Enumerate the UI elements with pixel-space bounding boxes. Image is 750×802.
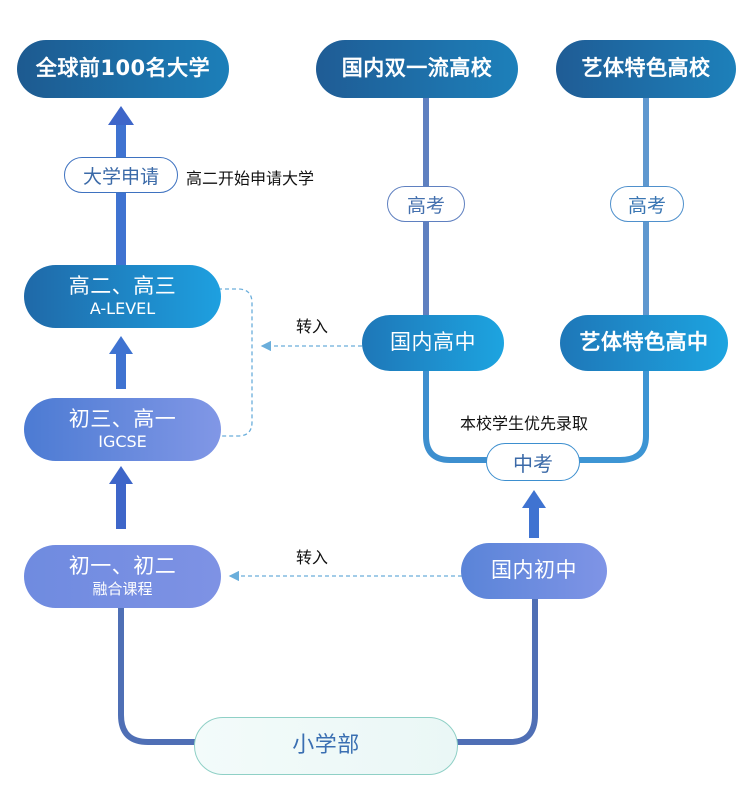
node-art-colleges-label: 艺体特色高校 [581, 56, 711, 81]
arrow-shaft-middle-to-zhongkao [529, 508, 539, 538]
node-art-high-school-label: 艺体特色高中 [579, 330, 709, 355]
label-zhongkao-text: 中考 [513, 451, 553, 476]
node-primary-school: 小学部 [194, 717, 458, 775]
note-transfer-upper: 转入 [296, 313, 328, 337]
note-apply-timing-text: 高二开始申请大学 [186, 169, 315, 188]
label-gaokao-left-text: 高考 [406, 194, 445, 217]
note-apply-timing: 高二开始申请大学 [186, 165, 314, 189]
connector-primary-to-grade7 [118, 605, 200, 745]
node-domestic-high-school-label: 国内高中 [390, 330, 476, 355]
dashed-bracket [218, 288, 253, 437]
node-domestic-double-first-class-label: 国内双一流高校 [341, 56, 493, 81]
label-university-application: 大学申请 [64, 157, 178, 193]
label-gaokao-left: 高考 [387, 186, 465, 222]
node-domestic-middle-school: 国内初中 [461, 543, 607, 599]
node-grade7-8-sub: 融合课程 [92, 580, 153, 599]
node-primary-school-label: 小学部 [292, 732, 360, 758]
label-zhongkao: 中考 [486, 443, 580, 481]
node-grade9-10-sub: IGCSE [98, 432, 147, 452]
node-domestic-middle-school-label: 国内初中 [491, 558, 577, 583]
label-gaokao-right-text: 高考 [627, 194, 666, 217]
note-transfer-lower-text: 转入 [296, 548, 329, 567]
label-university-application-text: 大学申请 [82, 165, 159, 188]
arrow-shaft-grade9-to-grade11 [116, 354, 126, 389]
arrow-shaft-grade11-to-university [116, 125, 126, 270]
connector-zhongkao-to-art-high [578, 368, 649, 463]
note-priority-admission: 本校学生优先录取 [460, 410, 588, 434]
node-top-universities-label: 全球前100名大学 [35, 56, 211, 81]
label-gaokao-right: 高考 [610, 186, 684, 222]
node-grade11-12-label: 高二、高三 [68, 274, 177, 299]
node-domestic-double-first-class: 国内双一流高校 [316, 40, 518, 98]
arrow-shaft-grade7-to-grade9 [116, 484, 126, 529]
arrow-head-middle-to-zhongkao [522, 490, 546, 508]
arrow-head-grade11-to-university [108, 106, 134, 125]
arrow-head-grade9-to-grade11 [109, 336, 133, 354]
note-transfer-lower: 转入 [296, 544, 328, 568]
node-art-high-school: 艺体特色高中 [560, 315, 728, 371]
arrow-head-grade7-to-grade9 [109, 466, 133, 484]
node-grade9-10: 初三、高一 IGCSE [24, 398, 221, 461]
connector-primary-to-domestic-middle [455, 596, 538, 745]
node-domestic-high-school: 国内高中 [362, 315, 504, 371]
connector-zhongkao-to-domestic-high [423, 368, 490, 463]
node-art-colleges: 艺体特色高校 [556, 40, 736, 98]
note-priority-admission-text: 本校学生优先录取 [460, 414, 589, 433]
node-grade7-8-label: 初一、初二 [68, 554, 177, 579]
node-top-universities: 全球前100名大学 [17, 40, 229, 98]
node-grade11-12-sub: A-LEVEL [89, 299, 156, 319]
node-grade11-12: 高二、高三 A-LEVEL [24, 265, 221, 328]
node-grade9-10-label: 初三、高一 [68, 407, 177, 432]
note-transfer-upper-text: 转入 [296, 317, 329, 336]
node-grade7-8: 初一、初二 融合课程 [24, 545, 221, 608]
